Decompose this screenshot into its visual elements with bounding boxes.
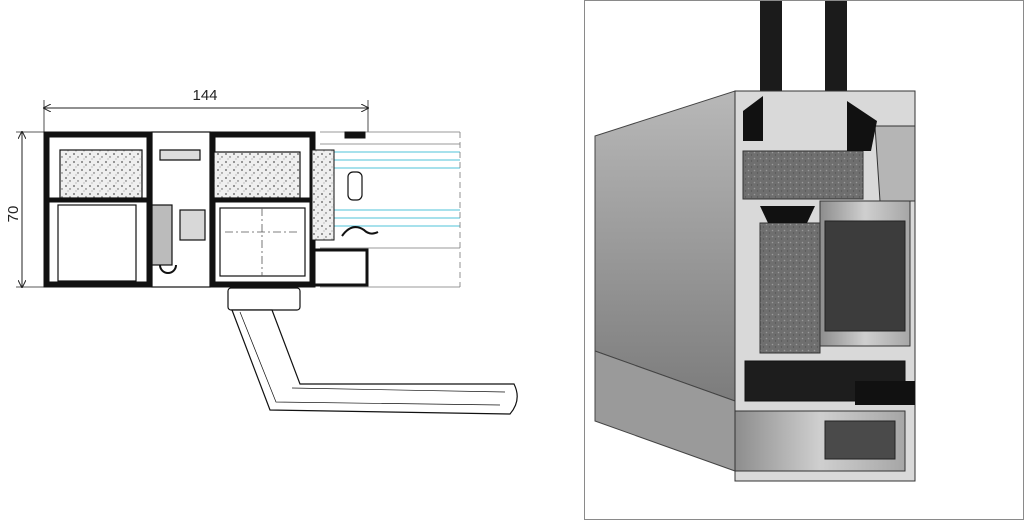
glazing-bead	[310, 131, 379, 287]
thermal-break	[151, 131, 211, 288]
profile-render-panel	[584, 0, 1024, 520]
gaskets	[743, 96, 915, 405]
height-dimension-line	[16, 132, 48, 287]
outer-frame-profile	[43, 131, 153, 288]
width-dimension-label: 144	[192, 87, 217, 104]
width-dimension-line	[44, 100, 368, 132]
sash-bead	[874, 125, 916, 202]
cross-section-drawing: 144 70	[5, 87, 518, 415]
lever-handle-icon	[227, 287, 518, 415]
glass-pane-outline	[320, 131, 461, 288]
profile-3d-render	[594, 1, 916, 482]
glazing-lines	[330, 151, 460, 227]
height-dimension-label: 70	[5, 206, 22, 223]
sash-profile	[209, 131, 316, 288]
cross-section-face	[734, 90, 916, 482]
frame-front-face	[594, 90, 736, 402]
